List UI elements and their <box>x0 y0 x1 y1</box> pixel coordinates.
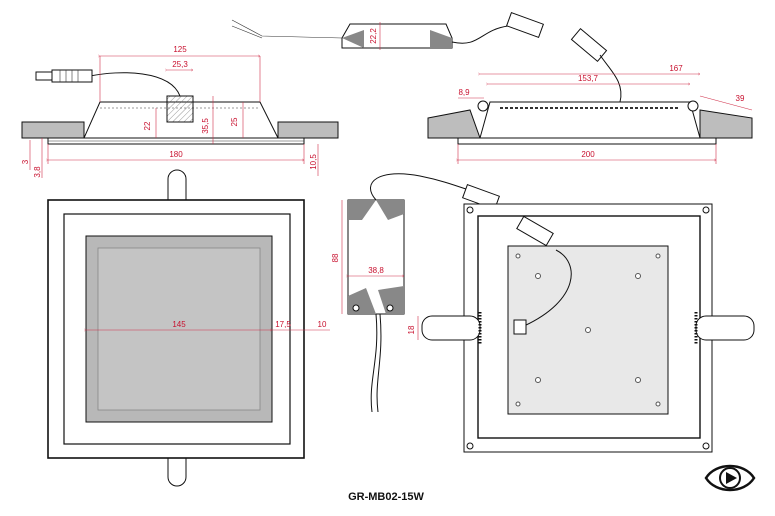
ceiling-right <box>277 121 339 139</box>
side-view-right: 153,7 167 8,9 39 200 <box>427 54 753 164</box>
dim-25: 25 <box>230 117 239 126</box>
dim-180: 180 <box>169 150 183 159</box>
dim-8-9: 8,9 <box>458 88 470 97</box>
dim-17-5: 17,5 <box>275 320 291 329</box>
terminal-block <box>166 95 194 123</box>
dim-200: 200 <box>581 150 595 159</box>
dim-10-5: 10,5 <box>309 154 318 170</box>
dim-125: 125 <box>173 45 187 54</box>
dim-22: 22 <box>143 121 152 130</box>
connector-plug-top <box>570 28 608 62</box>
spring-left <box>421 315 481 341</box>
dim-88: 88 <box>331 253 340 262</box>
ceiling-right-b <box>699 109 753 139</box>
dim-10: 10 <box>318 320 327 329</box>
connector-plug-rear <box>516 215 554 247</box>
eye-play-icon <box>704 464 756 492</box>
driver-middle: 88 38,8 <box>331 173 501 413</box>
dim-39: 39 <box>736 94 745 103</box>
rear-view: 18 <box>407 203 755 453</box>
dim-35-5: 35,5 <box>201 118 210 134</box>
ceiling-left <box>21 121 85 139</box>
dim-153-7: 153,7 <box>578 74 599 83</box>
ceiling-right-a <box>427 109 481 139</box>
driver-top: 22,2 <box>231 11 608 62</box>
connector-socket-top <box>505 11 545 39</box>
dim-3: 3 <box>21 159 30 164</box>
dim-145: 145 <box>172 320 186 329</box>
diffuser <box>97 247 261 411</box>
spring-right <box>695 315 755 341</box>
dim-3-8: 3,8 <box>33 166 42 178</box>
dim-38-8: 38,8 <box>368 266 384 275</box>
dim-167: 167 <box>669 64 683 73</box>
model-caption: GR-MB02-15W <box>348 491 424 503</box>
dim-25-3: 25,3 <box>172 60 188 69</box>
dim-22-2: 22,2 <box>369 28 378 44</box>
dim-18: 18 <box>407 325 416 334</box>
front-view: 145 17,5 10 <box>47 169 330 487</box>
side-view-left: 125 25,3 22 35,5 25 180 3 3,8 10,5 <box>21 45 339 178</box>
glass-frame-right <box>457 137 717 145</box>
